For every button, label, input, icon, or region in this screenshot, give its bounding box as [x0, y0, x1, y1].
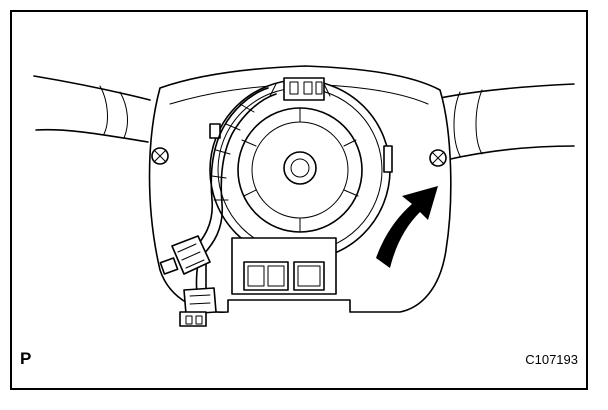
right-spoke: [439, 83, 575, 161]
bottom-connector: [231, 237, 337, 295]
spiral-cable: [209, 79, 393, 261]
lower-harness-connector: [179, 287, 217, 327]
rotation-arrow-icon: [376, 186, 438, 268]
left-spoke: [33, 75, 151, 143]
view-label: P: [20, 349, 32, 368]
figure-code: C107193: [525, 352, 578, 367]
left-screw: [151, 147, 169, 165]
upper-harness-connector: [159, 235, 211, 275]
top-connector: [283, 77, 325, 101]
right-screw: [429, 149, 447, 167]
figure-frame: [10, 10, 588, 390]
